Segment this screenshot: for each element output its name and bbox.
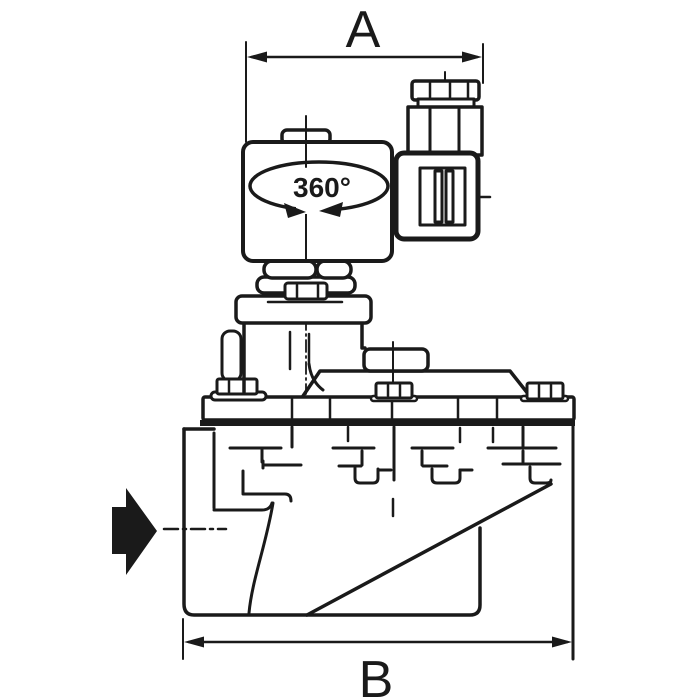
dimension-arrowhead-icon [552,636,572,648]
connector-terminal-bar [433,169,444,224]
valve-body-outline [182,397,575,661]
bonnet-flange [234,294,373,325]
connector-window [418,166,467,227]
dimension-a-label: A [346,1,381,59]
dimension-arrowhead-icon [247,51,267,63]
diaphragm-cover-profile [301,369,531,398]
inlet-flow [112,488,228,575]
valve-cover-plate [201,395,576,422]
dimension-arrowhead-icon [184,636,204,648]
armature-nut-stack [255,259,357,301]
electrical-connector [393,71,492,242]
dimension-a: A [245,1,484,143]
flow-direction-arrow-icon [112,488,157,575]
cover-joint-line [200,420,575,426]
cover-boss [362,347,430,373]
outlet-partition-line [305,482,553,617]
rotation-arrowhead-right-icon [319,202,343,217]
inlet-passage-curve [247,501,275,615]
dimension-b: B [182,618,572,700]
connector-terminal-bar [444,169,455,224]
dimension-arrowhead-icon [462,51,482,63]
cover-stud-left [209,329,268,402]
cover-bolt-middle [369,381,419,403]
rotation-angle-label: 360° [293,172,351,203]
valve-body-internal-lines [212,425,562,617]
dimension-b-label: B [359,651,394,700]
rotation-arrowhead-left-icon [284,203,306,218]
cover-bolt-right [519,381,570,403]
cable-gland-hex-nut [410,79,481,102]
cable-gland-body [406,105,484,157]
